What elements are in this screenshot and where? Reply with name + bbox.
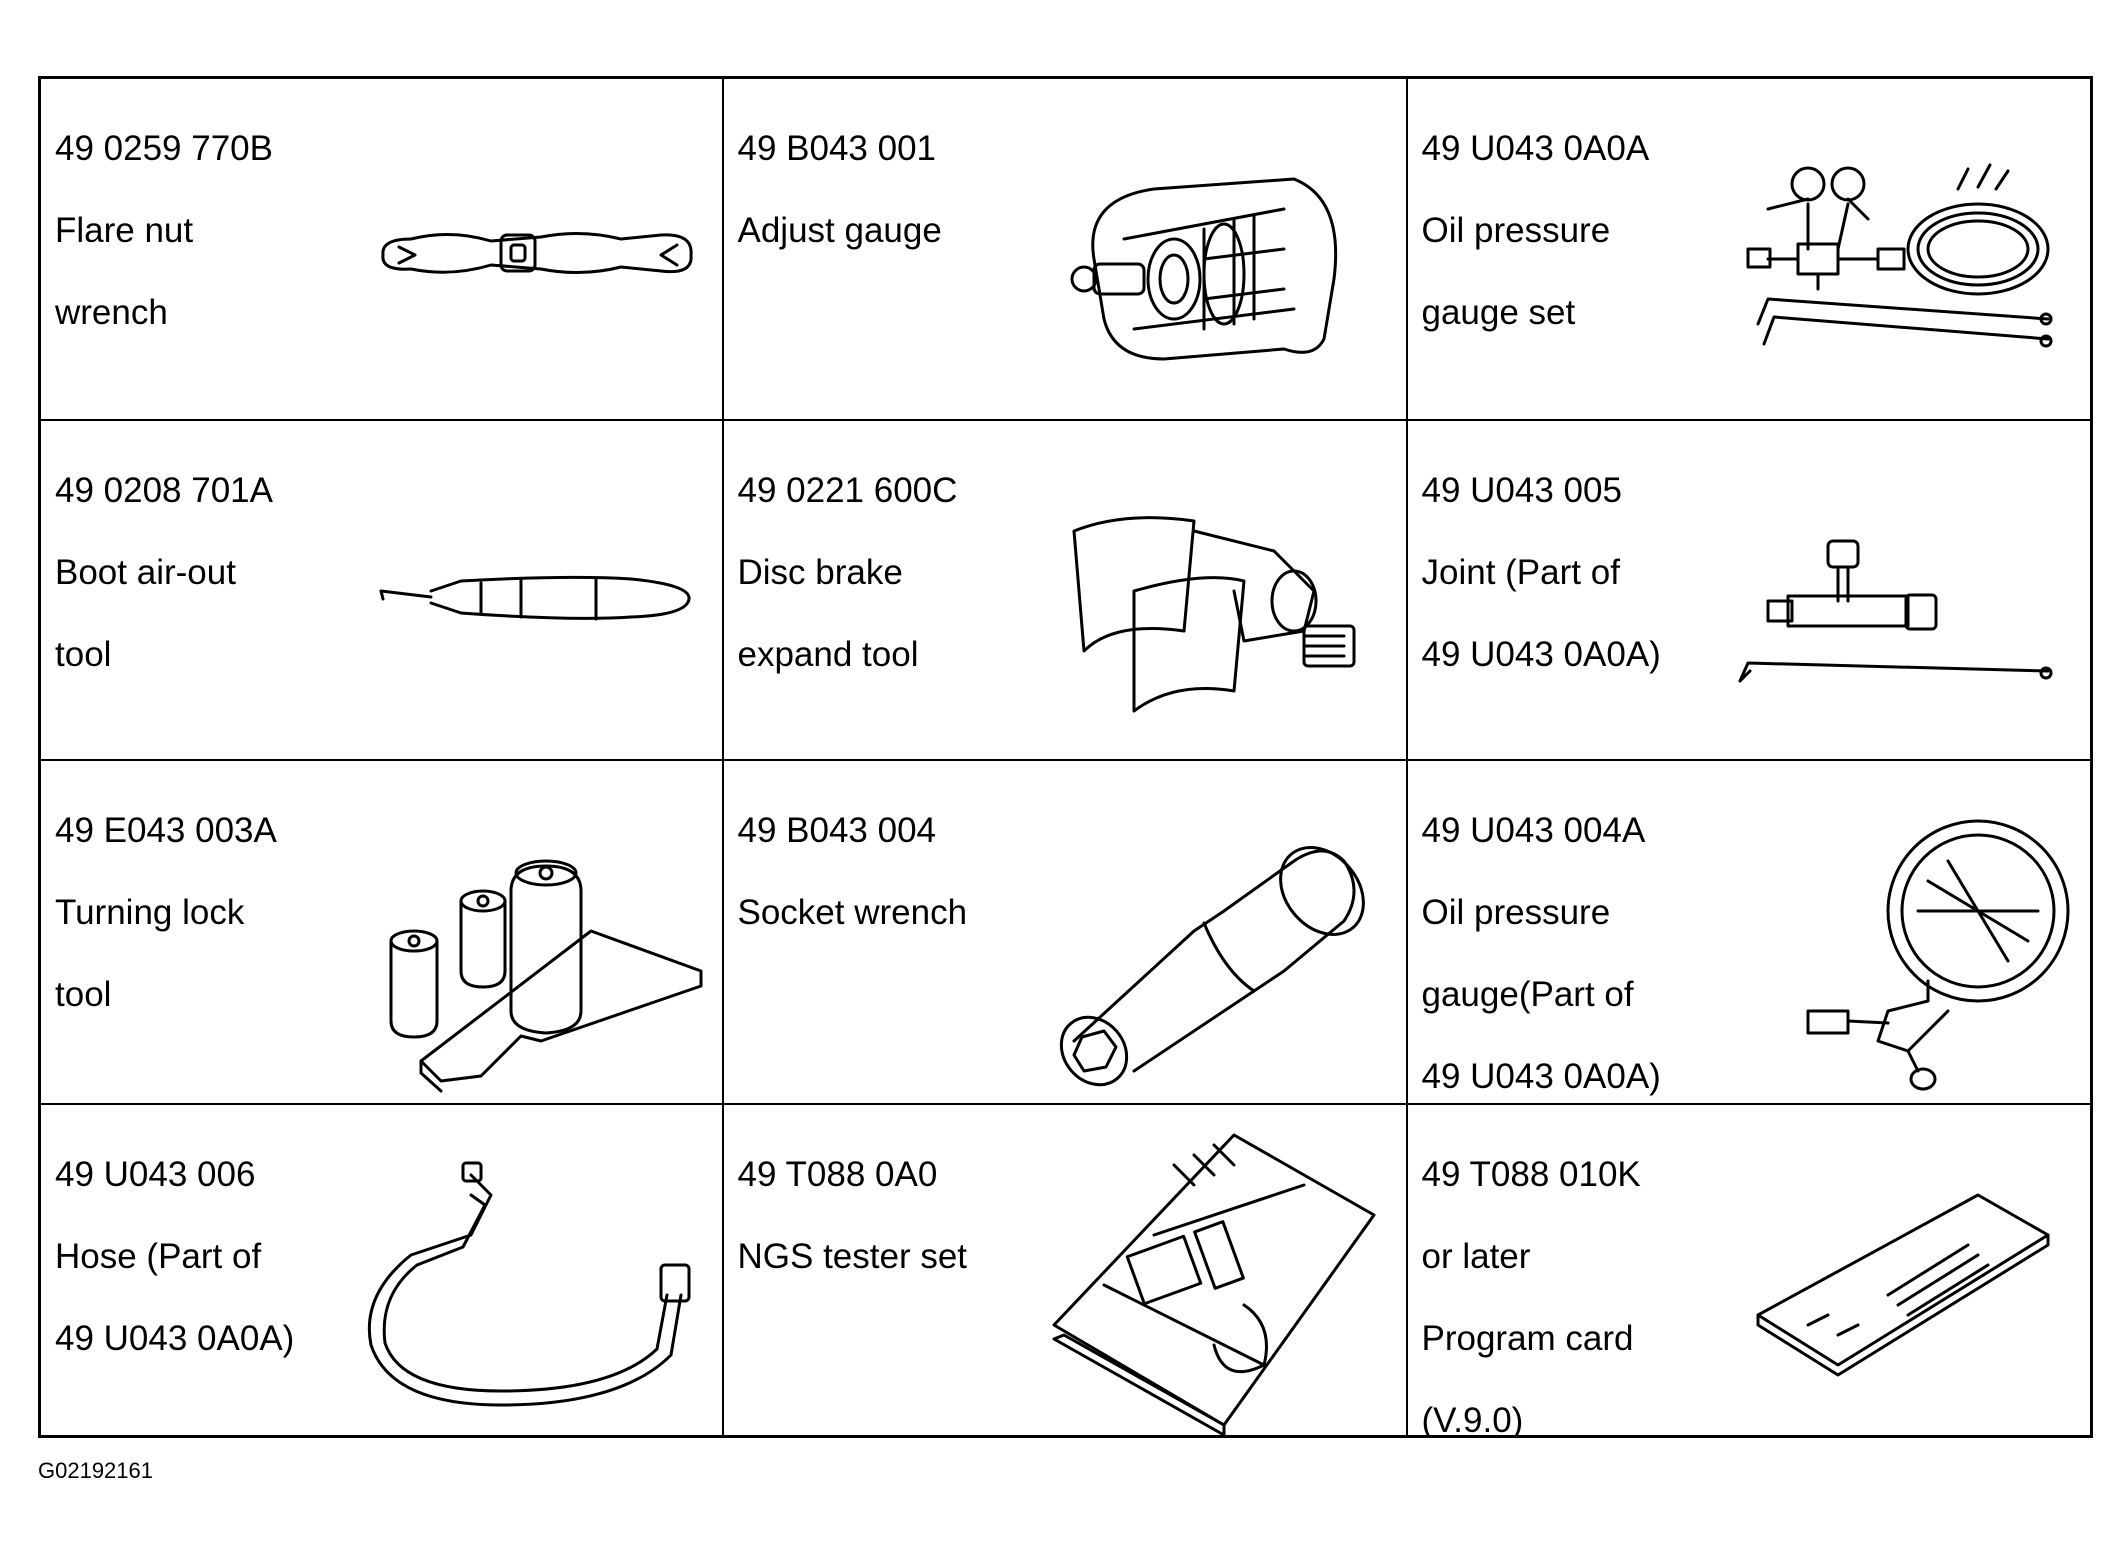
part-number: 49 0259 770B — [55, 129, 273, 168]
tool-name-line: tool — [55, 975, 112, 1014]
part-number: 49 U043 0A0A — [1421, 129, 1650, 168]
tool-cell-socket-wrench: 49 B043 004 Socket wrench — [721, 759, 1408, 1105]
hose-icon — [367, 1161, 691, 1407]
adjust-gauge-icon — [1070, 177, 1337, 361]
tool-cell-turning-lock-tool: 49 E043 003A Turning lock tool — [38, 759, 724, 1105]
tool-cell-flare-nut-wrench: 49 0259 770B Flare nut wrench — [38, 76, 724, 421]
tool-name-line: Turning lock — [55, 893, 245, 932]
part-number: 49 B043 004 — [737, 811, 937, 850]
tool-name-line: Oil pressure — [1421, 893, 1611, 932]
tool-name-line: Program card — [1421, 1319, 1634, 1358]
tool-name-line: 49 U043 0A0A) — [1421, 1057, 1661, 1096]
tool-name-line: (V.9.0) — [1421, 1401, 1524, 1437]
part-number: 49 E043 003A — [55, 811, 277, 850]
tool-name-line: Oil pressure — [1421, 211, 1611, 250]
tool-name-line: Flare nut — [55, 211, 194, 250]
tool-cell-boot-air-out-tool: 49 0208 701A Boot air-out tool — [38, 419, 724, 761]
ngs-tester-set-icon — [1052, 1133, 1375, 1435]
tool-cell-hose: 49 U043 006 Hose (Part of 49 U043 0A0A) — [38, 1103, 724, 1438]
tool-name-line: tool — [55, 635, 112, 674]
tool-name-line: Hose (Part of — [55, 1237, 262, 1276]
boot-air-out-tool-icon — [379, 575, 691, 621]
flare-nut-wrench-icon — [381, 231, 693, 275]
disc-brake-expand-tool-icon — [1072, 516, 1355, 713]
tool-cell-ngs-tester-set: 49 T088 0A0 NGS tester set — [721, 1103, 1408, 1438]
tool-name-line: Disc brake — [737, 553, 903, 592]
part-number: 49 T088 0A0 — [737, 1155, 938, 1194]
part-number: 49 U043 005 — [1421, 471, 1622, 510]
oil-pressure-gauge-set-icon — [1746, 163, 2052, 348]
part-number: 49 U043 004A — [1421, 811, 1646, 850]
tool-name-line: gauge set — [1421, 293, 1576, 332]
tool-name-line: 49 U043 0A0A) — [55, 1319, 295, 1358]
oil-pressure-gauge-icon — [1806, 819, 2069, 1091]
tool-cell-disc-brake-expand-tool: 49 0221 600C Disc brake expand tool — [721, 419, 1408, 761]
tool-cell-program-card: 49 T088 010K or later Program card (V.9.… — [1405, 1103, 2093, 1438]
part-number: 49 B043 001 — [737, 129, 937, 168]
joint-icon — [1738, 539, 2052, 683]
tool-name-line: Joint (Part of — [1421, 553, 1620, 592]
part-number: 49 0221 600C — [737, 471, 958, 510]
tool-name-line: NGS tester set — [737, 1237, 968, 1276]
tool-name-line: Adjust gauge — [737, 211, 942, 250]
tool-name-line: wrench — [55, 293, 168, 332]
turning-lock-tool-icon — [389, 859, 703, 1093]
tool-name-line: Boot air-out — [55, 553, 236, 592]
part-number: 49 0208 701A — [55, 471, 273, 510]
tool-name-line: or later — [1421, 1237, 1531, 1276]
socket-wrench-icon — [1059, 846, 1365, 1087]
figure-code: G02192161 — [38, 1458, 153, 1483]
tool-name-line: 49 U043 0A0A) — [1421, 635, 1661, 674]
tool-cell-joint: 49 U043 005 Joint (Part of 49 U043 0A0A) — [1405, 419, 2093, 761]
program-card-icon — [1756, 1193, 2049, 1377]
tool-cell-adjust-gauge: 49 B043 001 Adjust gauge — [721, 76, 1408, 421]
special-tools-table: 49 0259 770B Flare nut wrench 49 B043 00… — [38, 76, 2093, 1438]
tool-cell-oil-pressure-gauge-set: 49 U043 0A0A Oil pressure gauge set — [1405, 76, 2093, 421]
part-number: 49 T088 010K — [1421, 1155, 1641, 1194]
tool-name-line: expand tool — [737, 635, 919, 674]
tool-name-line: Socket wrench — [737, 893, 968, 932]
tool-name-line: gauge(Part of — [1421, 975, 1634, 1014]
tool-cell-oil-pressure-gauge: 49 U043 004A Oil pressure gauge(Part of … — [1405, 759, 2093, 1105]
part-number: 49 U043 006 — [55, 1155, 256, 1194]
